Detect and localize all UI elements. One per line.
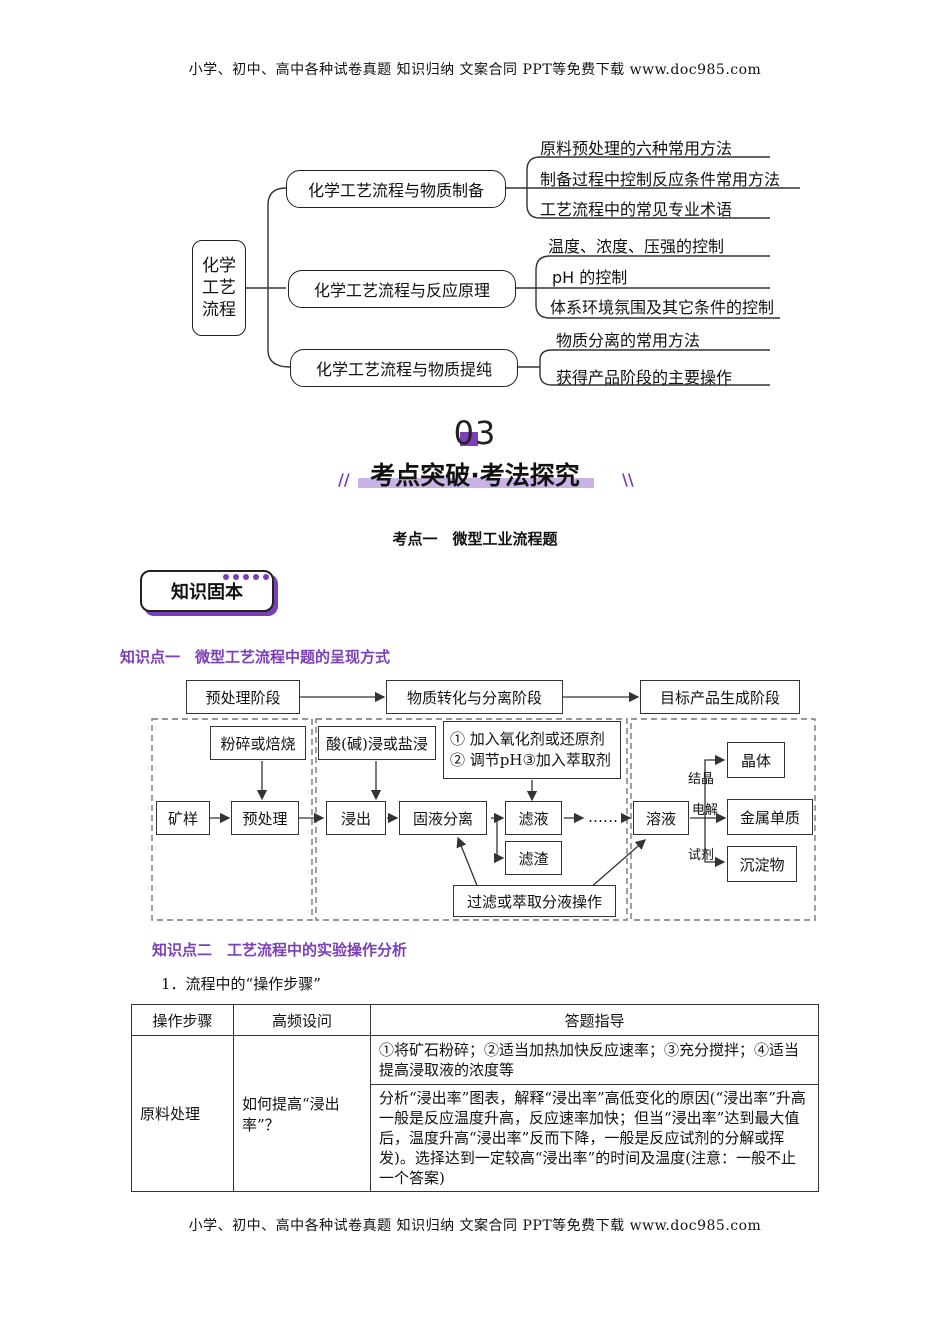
th-question: 高频设问 bbox=[233, 1004, 371, 1036]
mindmap-root: 化学 工艺 流程 bbox=[192, 240, 246, 336]
label-electrolysis: 电解 bbox=[692, 803, 719, 818]
table-row: 分析“浸出率”图表，解释“浸出率”高低变化的原因(“浸出率”升高一般是反应温度升… bbox=[132, 1084, 819, 1192]
box-filtrate: 滤液 bbox=[505, 801, 562, 835]
leaf-control-conditions: 制备过程中控制反应条件常用方法 bbox=[540, 170, 781, 189]
box-filter-extract: 过滤或萃取分液操作 bbox=[453, 885, 616, 917]
section-number-accent bbox=[460, 432, 478, 446]
operations-table: 操作步骤 高频设问 答题指导 原料处理 如何提高“浸出率”？ ①将矿石粉碎；②适… bbox=[131, 1004, 819, 1192]
box-acid-leach: 酸(碱)浸或盐浸 bbox=[318, 726, 436, 760]
box-reagents: ① 加入氧化剂或还原剂 ② 调节pH③加入萃取剂 bbox=[443, 721, 621, 779]
leaf-pretreatment-methods: 原料预处理的六种常用方法 bbox=[540, 139, 733, 158]
label-crystallize: 结晶 bbox=[688, 772, 715, 787]
item1-heading: 1．流程中的“操作步骤” bbox=[161, 975, 321, 993]
stage-product-generation: 目标产品生成阶段 bbox=[640, 680, 800, 714]
cell-answer-1: ①将矿石粉碎；②适当加热加快反应速率；③充分搅拌；④适当提高浸取液的浓度等 bbox=[370, 1035, 819, 1085]
root-line-2: 工艺 bbox=[202, 278, 236, 298]
branch-purification: 化学工艺流程与物质提纯 bbox=[290, 349, 518, 387]
leaf-separation-methods: 物质分离的常用方法 bbox=[556, 331, 701, 350]
cell-question: 如何提高“浸出率”？ bbox=[233, 1035, 371, 1192]
flow-connectors bbox=[151, 691, 816, 921]
box-ore: 矿样 bbox=[156, 801, 210, 835]
cell-step: 原料处理 bbox=[131, 1035, 234, 1192]
box-pretreat: 预处理 bbox=[231, 801, 299, 835]
box-precipitate: 沉淀物 bbox=[727, 846, 797, 882]
reagent-line-1: ① 加入氧化剂或还原剂 bbox=[450, 730, 605, 748]
table-header-row: 操作步骤 高频设问 答题指导 bbox=[131, 1004, 819, 1036]
kaodian-title: 考点一 微型工业流程题 bbox=[392, 530, 558, 548]
leaf-product-operations: 获得产品阶段的主要操作 bbox=[556, 368, 733, 387]
branch-preparation: 化学工艺流程与物质制备 bbox=[286, 170, 506, 208]
badge-dots bbox=[222, 566, 270, 580]
box-solid-liquid-separation: 固液分离 bbox=[399, 801, 487, 835]
table-row: 原料处理 如何提高“浸出率”？ ①将矿石粉碎；②适当加热加快反应速率；③充分搅拌… bbox=[131, 1035, 819, 1192]
box-crush-roast: 粉碎或焙烧 bbox=[210, 726, 306, 760]
box-residue: 滤渣 bbox=[505, 841, 562, 875]
reagent-line-2: ② 调节pH③加入萃取剂 bbox=[450, 751, 611, 769]
cell-answer-2: 分析“浸出率”图表，解释“浸出率”高低变化的原因(“浸出率”升高一般是反应温度升… bbox=[370, 1084, 819, 1192]
section-title: 考点突破·考法探究 bbox=[370, 461, 580, 490]
leaf-temp-conc-pressure: 温度、浓度、压强的控制 bbox=[548, 237, 725, 256]
kp1-title: 知识点一 微型工艺流程中题的呈现方式 bbox=[120, 648, 391, 666]
section-title-highlight bbox=[358, 478, 594, 488]
kp2-title: 知识点二 工艺流程中的实验操作分析 bbox=[152, 941, 408, 959]
box-metal: 金属单质 bbox=[727, 799, 813, 835]
branch-reaction-principle: 化学工艺流程与反应原理 bbox=[288, 270, 516, 308]
slash-left-icon: // bbox=[338, 470, 350, 489]
page-header: 小学、初中、高中各种试卷真题 知识归纳 文案合同 PPT等免费下载 www.do… bbox=[188, 62, 762, 78]
box-solution: 溶液 bbox=[633, 801, 689, 835]
root-line-3: 流程 bbox=[202, 300, 236, 320]
leaf-terminology: 工艺流程中的常见专业术语 bbox=[540, 200, 733, 219]
leaf-atmosphere-control: 体系环境氛围及其它条件的控制 bbox=[550, 298, 775, 317]
th-step: 操作步骤 bbox=[131, 1004, 234, 1036]
mindmap-connectors bbox=[246, 156, 800, 386]
slash-right-icon: \\ bbox=[622, 470, 634, 489]
box-crystal: 晶体 bbox=[727, 742, 785, 778]
stage-conversion-separation: 物质转化与分离阶段 bbox=[386, 680, 563, 714]
section-number: 03 bbox=[453, 414, 497, 452]
th-guide: 答题指导 bbox=[370, 1004, 819, 1036]
badge-knowledge: 知识固本 bbox=[140, 570, 274, 612]
label-reagent: 试剂 bbox=[688, 848, 715, 863]
leaf-ph-control: pH 的控制 bbox=[552, 268, 628, 287]
page-footer: 小学、初中、高中各种试卷真题 知识归纳 文案合同 PPT等免费下载 www.do… bbox=[188, 1218, 762, 1234]
stage-pretreatment: 预处理阶段 bbox=[186, 680, 300, 714]
flow-ellipsis: …… bbox=[588, 808, 618, 826]
root-line-1: 化学 bbox=[202, 256, 236, 276]
box-leach: 浸出 bbox=[326, 801, 386, 835]
